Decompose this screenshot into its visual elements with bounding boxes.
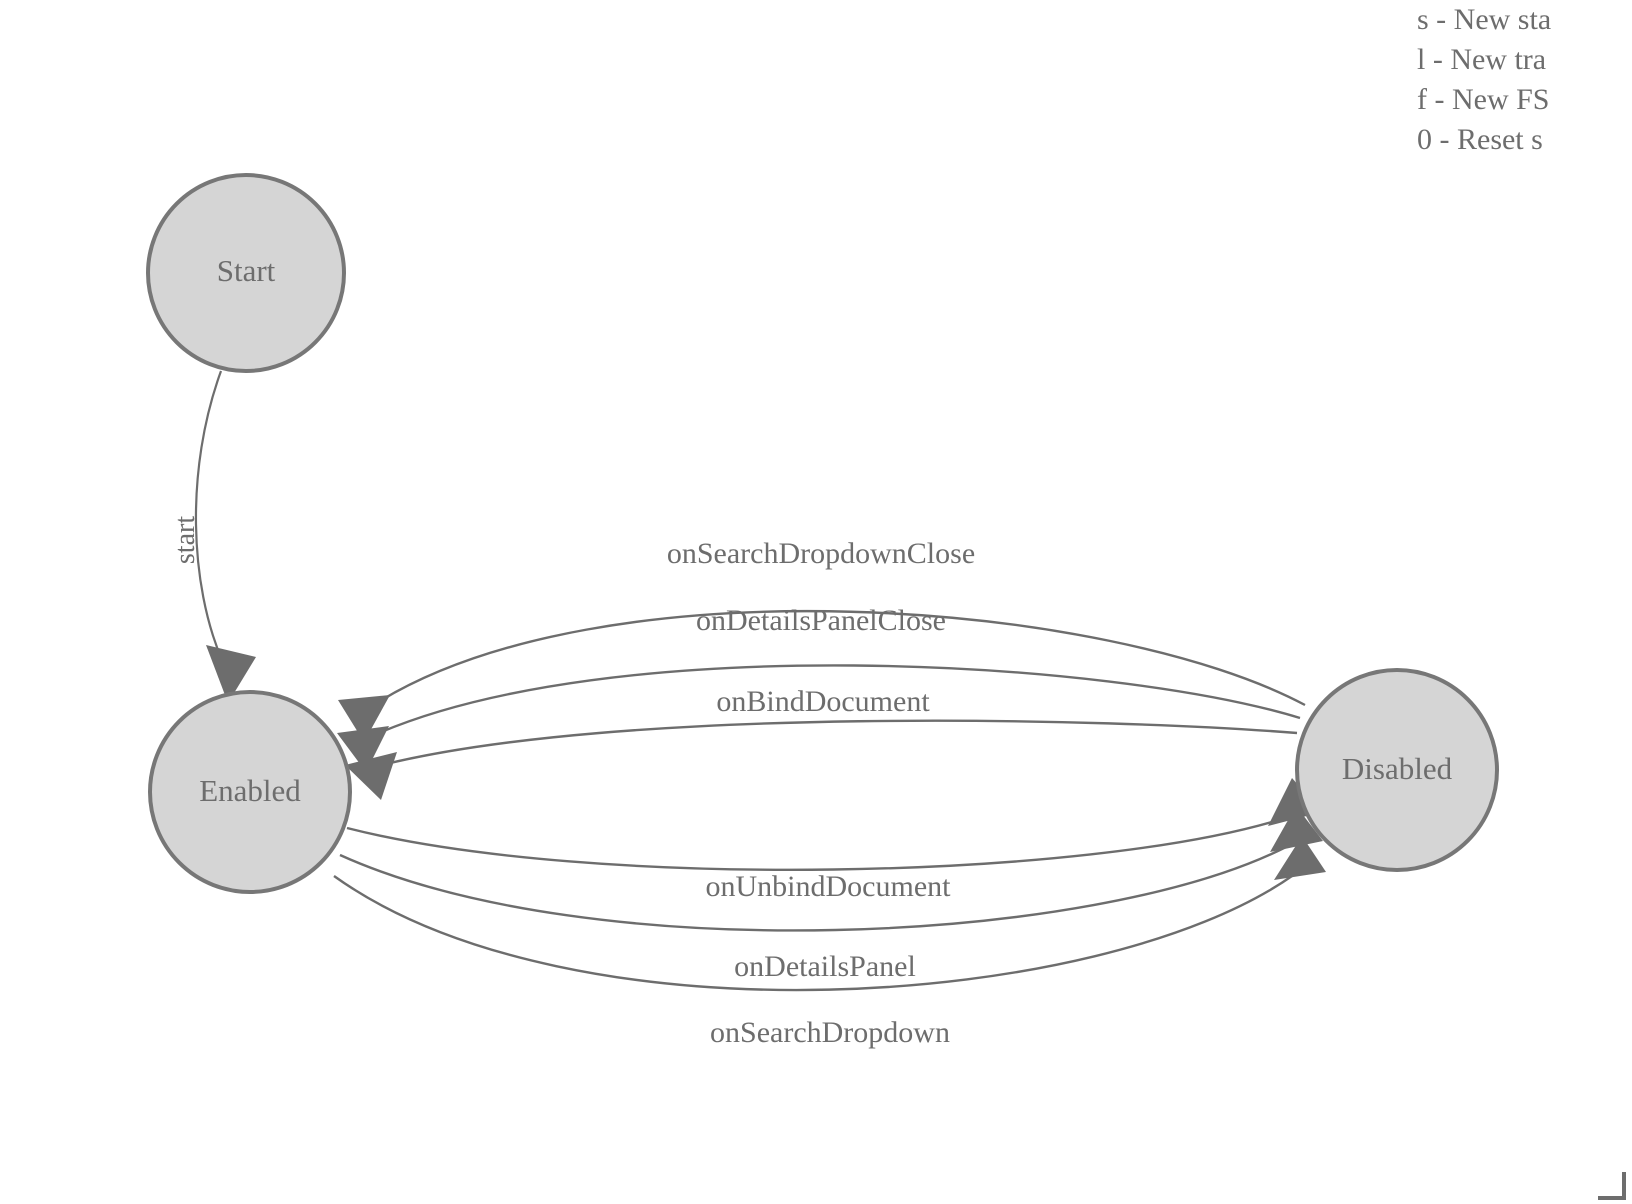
arrowhead-onBindDocument	[345, 752, 397, 800]
edge-label-onDetailsPanelClose: onDetailsPanelClose	[696, 604, 946, 637]
edge-path-onUnbindDocument[interactable]	[346, 816, 1286, 871]
edge-label-start: start	[170, 516, 201, 564]
state-node-start[interactable]: Start	[146, 173, 346, 373]
edge-label-onBindDocument: onBindDocument	[716, 685, 930, 718]
edge-group-disabled-to-enabled	[337, 609, 1306, 800]
edge-path-onSearchDropdownClose[interactable]	[371, 609, 1306, 708]
state-node-start-shape[interactable]	[146, 173, 346, 373]
state-node-disabled[interactable]: Disabled	[1295, 668, 1499, 872]
window-resize-corner-icon[interactable]	[1598, 1172, 1632, 1204]
edge-label-onDetailsPanel: onDetailsPanel	[734, 950, 916, 983]
edge-label-onUnbindDocument: onUnbindDocument	[706, 870, 952, 903]
edge-path-onBindDocument[interactable]	[381, 719, 1298, 767]
state-node-disabled-label: Disabled	[1342, 751, 1453, 786]
edge-path-onSearchDropdown[interactable]	[333, 875, 1293, 992]
arrowhead-onDetailsPanelClose	[337, 726, 389, 772]
state-node-disabled-shape[interactable]	[1295, 668, 1499, 872]
arrowhead-onDetailsPanel	[1270, 806, 1323, 852]
edge-label-onSearchDropdownClose: onSearchDropdownClose	[667, 537, 975, 570]
corner-mark-vertical	[1622, 1172, 1626, 1200]
arrowhead-onSearchDropdown	[1274, 836, 1326, 880]
arrowhead-onSearchDropdownClose	[338, 695, 390, 742]
arrowhead-start	[206, 645, 256, 703]
state-node-enabled-shape[interactable]	[148, 690, 352, 894]
corner-mark-horizontal	[1598, 1196, 1626, 1200]
edge-group-enabled-to-disabled	[333, 778, 1326, 992]
state-node-start-label: Start	[217, 253, 276, 288]
state-node-enabled-label: Enabled	[199, 773, 301, 808]
edge-label-onSearchDropdown: onSearchDropdown	[710, 1016, 950, 1049]
edge-path-onDetailsPanelClose[interactable]	[371, 664, 1301, 738]
state-node-enabled[interactable]: Enabled	[148, 690, 352, 894]
edge-group-start-to-enabled	[194, 370, 256, 703]
edge-path-onDetailsPanel[interactable]	[339, 844, 1289, 932]
edge-path-start[interactable]	[194, 370, 224, 661]
